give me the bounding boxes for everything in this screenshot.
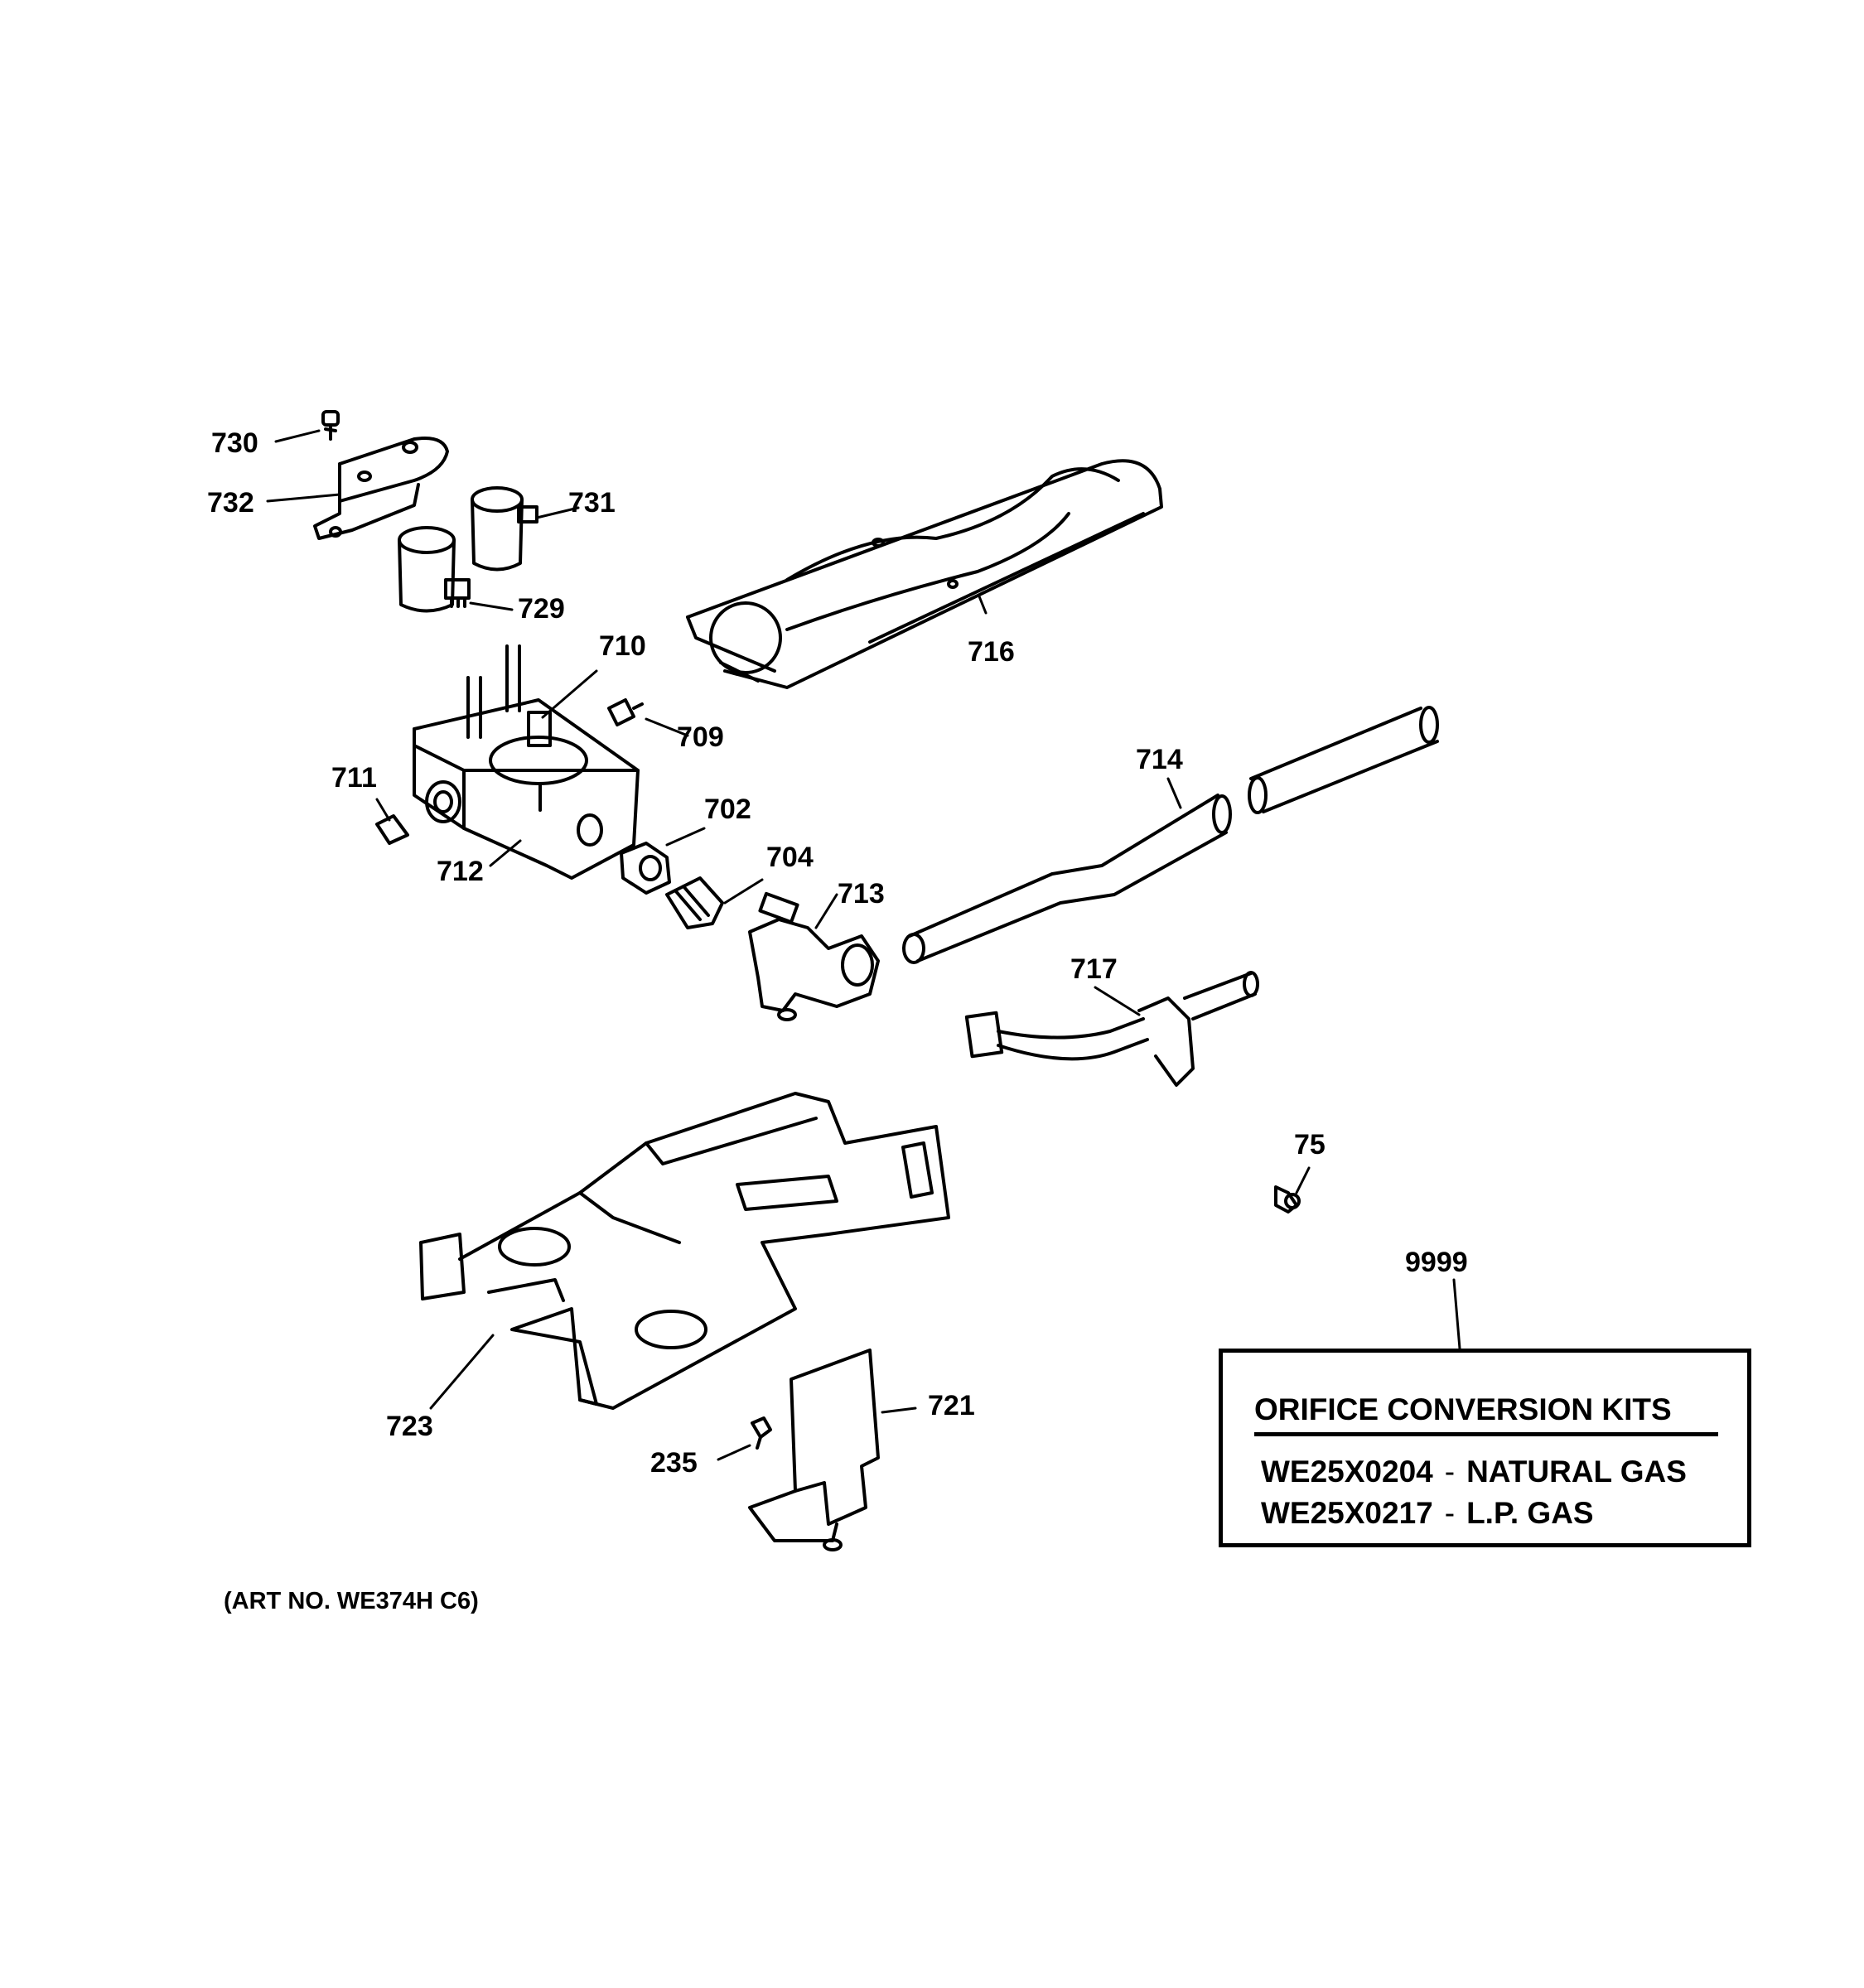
callout-714: 714 bbox=[1136, 744, 1183, 775]
orifice-704-part bbox=[665, 876, 724, 929]
plug-711-part bbox=[375, 814, 409, 845]
coil-729-part bbox=[398, 526, 471, 613]
callout-709: 709 bbox=[677, 721, 724, 753]
screw-730-part bbox=[321, 410, 340, 441]
shield-721-part bbox=[748, 1349, 880, 1551]
screw-75-part bbox=[1274, 1185, 1301, 1214]
callout-702: 702 bbox=[704, 794, 751, 825]
callout-711: 711 bbox=[331, 762, 377, 794]
callout-723: 723 bbox=[386, 1411, 433, 1442]
kit-description: L.P. GAS bbox=[1466, 1496, 1594, 1530]
callout-730: 730 bbox=[211, 427, 258, 459]
callout-721: 721 bbox=[928, 1390, 975, 1421]
callout-710: 710 bbox=[599, 630, 646, 662]
orifice-kit-box: ORIFICE CONVERSION KITS WE25X0204-NATURA… bbox=[1219, 1349, 1751, 1547]
valve-712-part bbox=[413, 644, 640, 880]
screw-235-part bbox=[751, 1416, 772, 1450]
igniter-717-part bbox=[964, 971, 1259, 1087]
kit-row-lp-gas: WE25X0217-L.P. GAS bbox=[1261, 1496, 1594, 1531]
fitting-709-part bbox=[607, 698, 644, 726]
kit-separator: - bbox=[1444, 1455, 1456, 1489]
callout-716: 716 bbox=[968, 636, 1015, 668]
kit-title-underline bbox=[1254, 1432, 1718, 1436]
kit-box-title: ORIFICE CONVERSION KITS bbox=[1254, 1392, 1672, 1426]
callout-732: 732 bbox=[207, 487, 254, 519]
kit-description: NATURAL GAS bbox=[1466, 1455, 1687, 1489]
callout-717: 717 bbox=[1070, 953, 1118, 985]
callout-729: 729 bbox=[518, 593, 565, 625]
kit-part-number: WE25X0217 bbox=[1261, 1496, 1433, 1530]
callout-713: 713 bbox=[838, 878, 885, 910]
kit-row-natural-gas: WE25X0204-NATURAL GAS bbox=[1261, 1455, 1687, 1489]
pipe-714-part bbox=[902, 706, 1439, 964]
callout-235: 235 bbox=[650, 1447, 698, 1479]
callout-704: 704 bbox=[766, 842, 814, 873]
leader-lines bbox=[266, 429, 1461, 1461]
nut-702-part bbox=[620, 842, 671, 895]
art-number: (ART NO. WE374H C6) bbox=[224, 1588, 479, 1614]
callout-712: 712 bbox=[437, 856, 484, 887]
bracket-732-part bbox=[313, 437, 449, 540]
callout-9999: 9999 bbox=[1405, 1247, 1468, 1278]
bracket-723-part bbox=[419, 1092, 950, 1410]
callout-731: 731 bbox=[568, 487, 616, 519]
kit-part-number: WE25X0204 bbox=[1261, 1455, 1433, 1489]
kit-separator: - bbox=[1444, 1496, 1456, 1530]
callout-75: 75 bbox=[1294, 1129, 1326, 1160]
coil-731-part bbox=[471, 486, 538, 572]
burner-716-part bbox=[686, 459, 1163, 689]
shutoff-valve-713-part bbox=[748, 891, 880, 1021]
